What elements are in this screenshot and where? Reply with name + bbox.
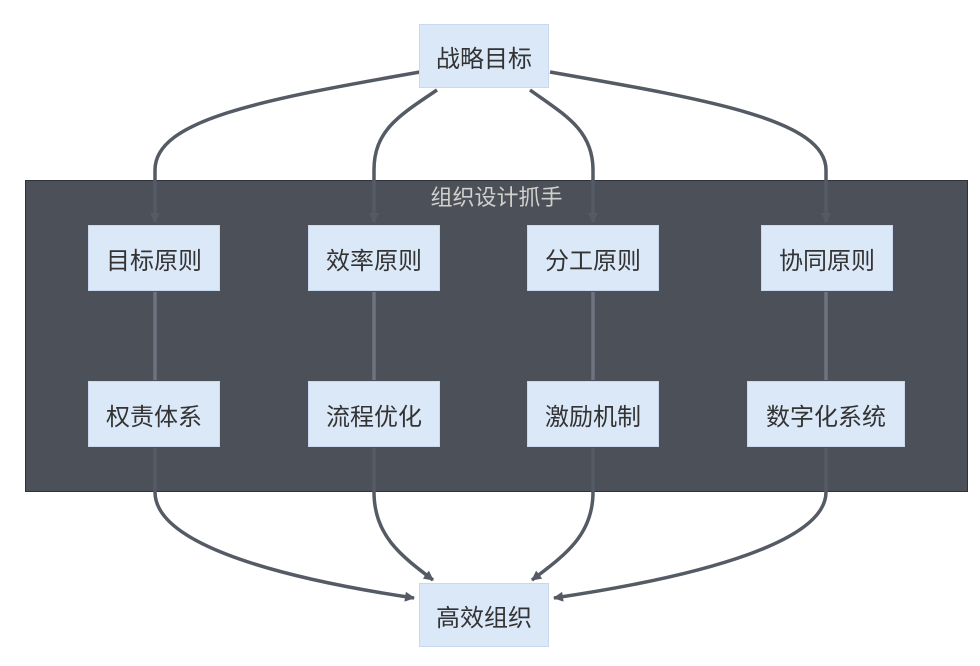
node-principle-2: 效率原则 [308, 225, 440, 291]
edge-mechanism-3-to-bottom [530, 448, 595, 582]
node-principle-1: 目标原则 [88, 225, 220, 291]
node-top: 战略目标 [419, 24, 549, 88]
node-mechanism-3: 激励机制 [527, 381, 659, 447]
edge-mechanism-4-to-bottom [553, 448, 828, 602]
edge-mechanism-2-to-bottom [372, 448, 435, 582]
edge-mechanism-1-to-bottom [153, 448, 415, 602]
node-mechanism-2: 流程优化 [308, 381, 440, 447]
node-bottom: 高效组织 [419, 583, 549, 647]
edge-top-to-principle-1 [150, 70, 421, 223]
node-mechanism-4: 数字化系统 [747, 381, 905, 447]
node-principle-3: 分工原则 [527, 225, 659, 291]
group-label: 组织设计抓手 [430, 186, 563, 211]
node-principle-4: 协同原则 [761, 225, 893, 291]
edge-top-to-principle-2 [369, 88, 438, 223]
edge-top-to-principle-3 [528, 88, 598, 223]
edge-top-to-principle-4 [549, 70, 831, 223]
node-mechanism-1: 权责体系 [88, 381, 220, 447]
